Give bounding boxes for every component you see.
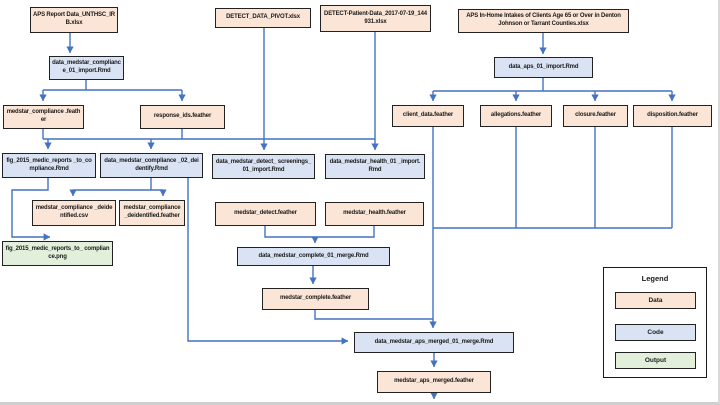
connector-arrow xyxy=(11,178,51,241)
connector-bus xyxy=(42,78,673,320)
node-data-medstar-compliance-02-deidentify-rmd: data_medstar_compliance _02_deidentify.R… xyxy=(100,153,203,178)
node-fig-2015-medic-reports-to-compliance-rmd: fig_2015_medic_reports _to_compliance.Rm… xyxy=(2,153,96,178)
node-allegations-feather: allegations.feather xyxy=(480,105,552,127)
legend-item-code: Code xyxy=(615,324,696,341)
node-medstar-compliance-deidentified-feather: medstar_compliance _deidentified.feather xyxy=(119,200,185,226)
legend-item-output: Output xyxy=(615,352,696,369)
node-client-data-feather: client_data.feather xyxy=(392,105,464,127)
node-data-aps-01-import-rmd: data_aps_01_import.Rmd xyxy=(494,57,593,78)
node-aps-inhome-intakes-xlsx: APS In-Home Intakes of Clients Age 65 or… xyxy=(458,9,629,33)
legend-item-data: Data xyxy=(615,292,696,309)
node-medstar-health-feather: medstar_health.feather xyxy=(325,202,424,226)
node-medstar-complete-feather: medstar_complete.feather xyxy=(262,288,369,310)
connector-arrow xyxy=(187,178,349,345)
node-medstar-compliance-deidentified-csv: medstar_compliance _deidentified.csv xyxy=(32,200,116,226)
node-medstar-compliance-feather: medstar_compliance .feather xyxy=(3,105,84,129)
legend-title: Legend xyxy=(641,274,669,283)
node-data-medstar-complete-01-merge-rmd: data_medstar_complete_01_merge.Rmd xyxy=(237,247,390,266)
node-data-medstar-detect-screenings-01-import-rmd: data_medstar_detect_ screenings_01_impor… xyxy=(212,154,315,179)
node-response-ids-feather: response_ids.feather xyxy=(140,105,225,129)
node-medstar-aps-merged-feather: medstar_aps_merged.feather xyxy=(377,371,491,393)
node-fig-2015-medic-reports-to-compliance-png: fig_2015_medic_reports_to_ compliance.pn… xyxy=(2,241,113,266)
node-data-medstar-aps-merged-01-merge-rmd: data_medstar_aps_merged_01_merge.Rmd xyxy=(354,332,514,353)
node-closure-feather: closure.feather xyxy=(563,105,628,127)
node-detect-data-pivot-xlsx: DETECT_DATA_PIVOT.xlsx xyxy=(215,8,311,28)
legend: Legend Data Code Output xyxy=(603,267,707,378)
node-data-medstar-compliance-01-import-rmd: data_medstar_compliance_01_import.Rmd xyxy=(49,56,124,80)
node-detect-patient-data-xlsx: DETECT-Patient-Data_2017-07-19_144931.xl… xyxy=(320,5,431,32)
node-disposition-feather: disposition.feather xyxy=(633,105,712,127)
node-data-medstar-health-01-import-rmd: data_medstar_health_01 _import.Rmd xyxy=(325,154,425,179)
node-aps-report-xlsx: APS Report Data_UNTHSC_IRB.xlsx xyxy=(30,7,118,33)
node-medstar-detect-feather: medstar_detect.feather xyxy=(215,202,316,226)
